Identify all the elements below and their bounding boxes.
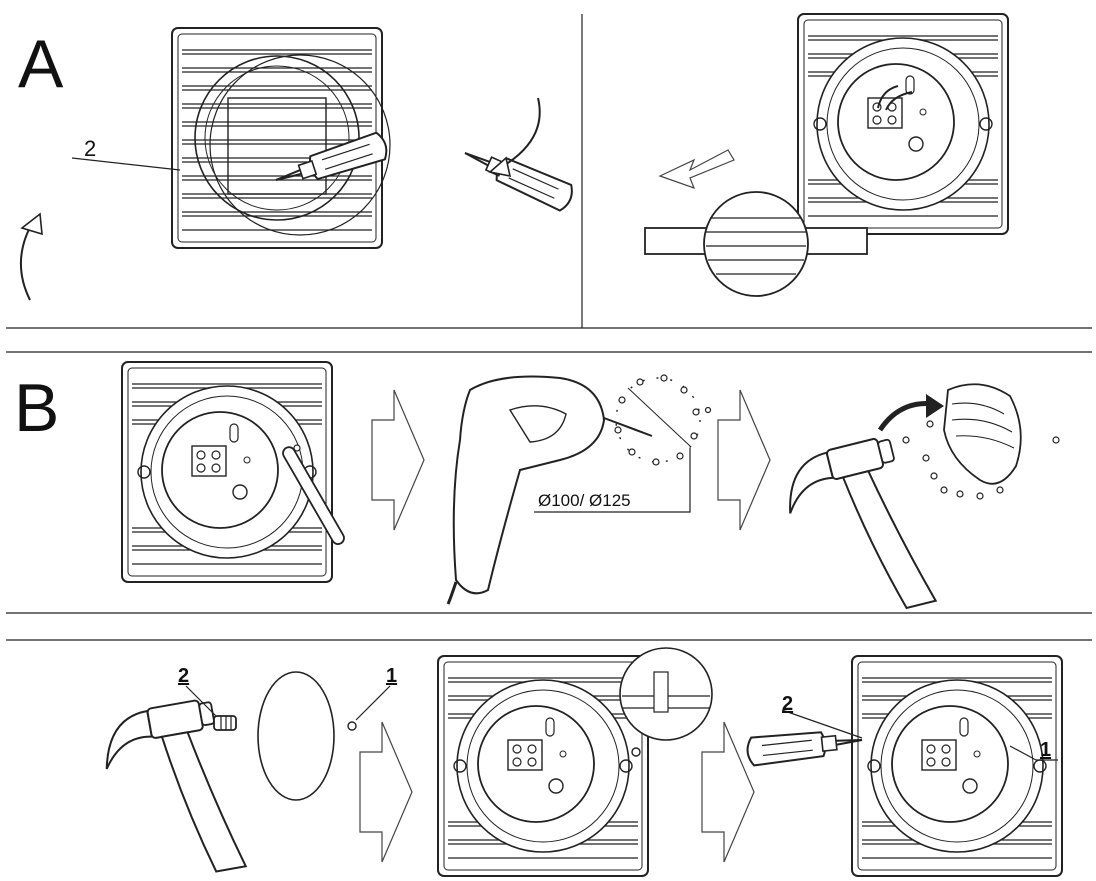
step-a2-cover-removed — [644, 13, 1009, 297]
step-b3-break-out — [776, 383, 1060, 631]
section-c-callout-2-anchor: 2 — [178, 665, 190, 687]
step-c2-fan-on-wall — [437, 647, 713, 877]
step-b1-open-fan — [121, 361, 345, 583]
arrow-c1 — [359, 721, 413, 863]
arrow-b2 — [717, 389, 771, 531]
section-c-callout-1-screw: 1 — [1040, 739, 1052, 761]
step-b2-drill-hole — [446, 374, 712, 605]
section-c-callout-2-screw: 2 — [782, 693, 794, 715]
section-a-letter: A — [18, 26, 64, 102]
step-a1-remove-cover — [20, 27, 577, 301]
section-b-letter: B — [14, 370, 60, 446]
section-c-callout-1-plug: 1 — [386, 665, 398, 687]
arrow-b1 — [371, 389, 425, 531]
section-a-callout-2: 2 — [84, 136, 97, 161]
section-dividers — [6, 14, 1092, 641]
arrow-c2 — [701, 721, 755, 863]
step-c3-screw-fan — [745, 655, 1063, 877]
hole-diameter-label: Ø100/ Ø125 — [538, 491, 631, 510]
step-c1-plug-and-seal — [96, 671, 391, 881]
